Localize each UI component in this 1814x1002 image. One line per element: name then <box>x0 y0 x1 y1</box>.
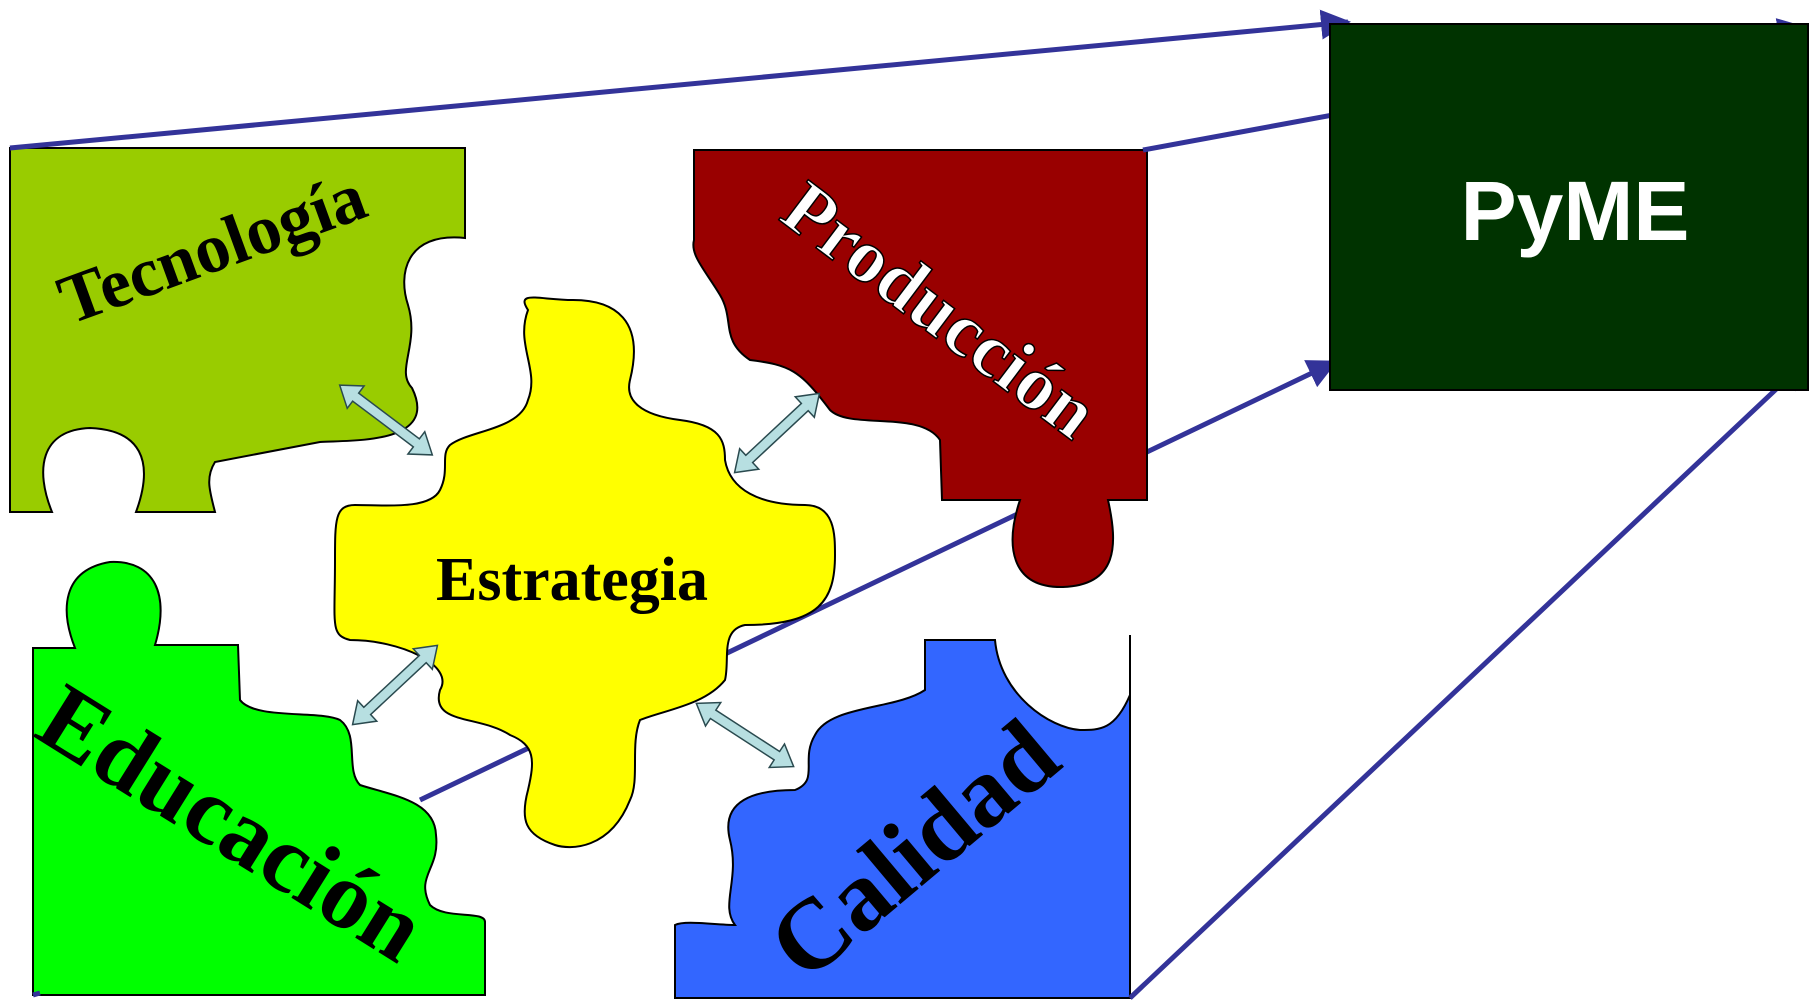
puzzle-piece-estrategia <box>333 296 837 849</box>
puzzle-piece-tecnologia <box>9 147 466 513</box>
estrategia-label: Estrategia <box>436 546 708 614</box>
pyme-label: PyME <box>1461 164 1690 258</box>
double-arrow-tecnologia-estrategia <box>338 384 434 456</box>
connector-arrow-tecnologia-pyme <box>9 9 1351 151</box>
double-arrow-educacion-estrategia <box>351 644 439 726</box>
puzzle-piece-produccion <box>692 149 1148 589</box>
puzzle-piece-educacion <box>32 560 486 996</box>
connector-arrow-educacion-edge <box>32 990 41 998</box>
double-arrow-calidad-estrategia <box>695 701 795 769</box>
puzzle-piece-calidad <box>674 635 1131 999</box>
double-arrow-produccion-estrategia <box>733 392 821 474</box>
pyme-box <box>1329 23 1809 391</box>
connector-arrow-calidad-pyme <box>1128 359 1808 1000</box>
